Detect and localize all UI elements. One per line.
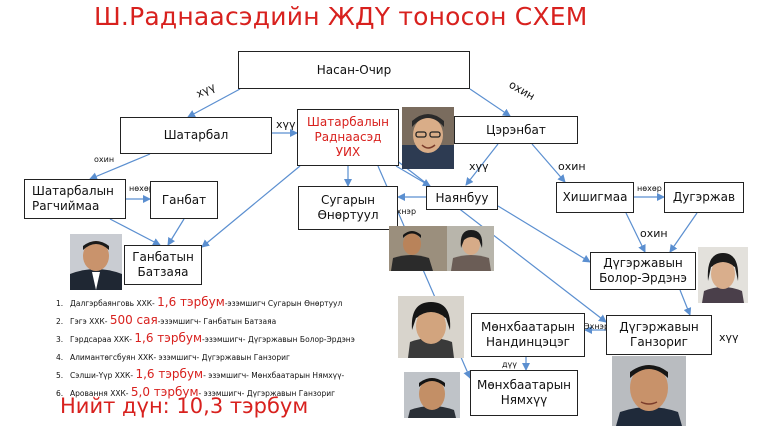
edge-label-nukhur: нөхөр [129, 184, 154, 193]
node-nandintsetseg: Мөнхбаатарын Нандинцэцэг [471, 313, 585, 357]
node-nasan-ochir: Насан-Очир [238, 51, 470, 89]
edge-dugerjav-to-bolor [669, 212, 698, 253]
node-ragchimaa: Шатарбалын Рагчиймаа [24, 179, 126, 219]
list-item: 6.Аровання ХХК- 5,0 тэрбум- эзэмшигч- Дү… [56, 385, 336, 399]
edge-label-khuu: хүү [276, 118, 296, 131]
edge-label-khuu: хүү [719, 331, 739, 344]
list-item: 4.Алимантөгсбуян ХХК- эзэмшигч- Дүгэржав… [56, 353, 290, 362]
node-bolor-erdene: Дүгэржавын Болор-Эрдэнэ [590, 252, 696, 290]
edge-nasan-to-shatarbal [187, 88, 241, 118]
edge-tserenbat-to-khishigmaa [531, 143, 566, 183]
edge-nyanbuu-to-bolor [497, 205, 591, 263]
portrait-photo-raadnaased [402, 107, 454, 169]
edge-raadnaased-to-nyanbuu [395, 165, 431, 187]
edge-label-khuu: хүү [469, 160, 489, 173]
list-item: 3.Гэрдсараа ХХК- 1,6 тэрбум-эзэмшигч- Дү… [56, 331, 355, 345]
node-ganbat: Ганбат [150, 181, 218, 219]
list-item: 2.Гэгэ ХХК- 500 сая-эзэмшигч- Ганбатын Б… [56, 313, 277, 327]
node-nyanbuu: Наянбуу [426, 186, 498, 210]
edge-label-ekhner: Эхнэр [391, 207, 417, 216]
company-ownership-list: 1.Далгэрбаянговь ХХК- 1,6 тэрбум-эзэмшиг… [56, 294, 355, 402]
edge-label-duu: дүү [502, 360, 517, 369]
edge-nasan-to-tserenbat [469, 88, 511, 117]
edge-ragchimaa-to-batzaya [109, 218, 161, 246]
portrait-photo-bolor-erdene [698, 247, 748, 303]
node-nyamkhuu: Мөнхбаатарын Нямхүү [470, 370, 578, 416]
node-ganzorig: Дүгэржавын Ганзориг [606, 315, 712, 355]
edge-khishigmaa-to-bolor [625, 212, 646, 253]
portrait-photo-couple [389, 226, 494, 271]
edge-label-ekhner: Эхнэр [584, 322, 610, 331]
list-item: 5.Сэлши-Үүр ХХК- 1,6 тэрбум- эзэмшигч- М… [56, 367, 345, 381]
edge-bolor-to-ganzorig [679, 289, 692, 316]
edge-shatarbal-to-ragchimaa [89, 153, 151, 180]
page-title: Ш.Раднаасэдийн ЖДҮ тоносон СХЕМ [94, 2, 588, 31]
portrait-photo-nyamkhuu [404, 372, 460, 418]
edge-label-okhin: охин [640, 227, 668, 240]
node-batzaya: Ганбатын Батзаяа [124, 245, 202, 285]
node-tserenbat: Цэрэнбат [454, 116, 578, 144]
node-khishigmaa: Хишигмаа [556, 182, 634, 213]
list-item: 1.Далгэрбаянговь ХХК- 1,6 тэрбум-эзэмшиг… [56, 295, 343, 309]
edge-label-okhin: охин [94, 155, 115, 164]
total-amount: Нийт дүн: 10,3 тэрбум [60, 394, 309, 418]
edge-raadnaased-to-batzaya [201, 165, 301, 248]
portrait-photo-ganzorig [612, 356, 686, 426]
edge-tserenbat-to-nyanbuu [465, 143, 499, 186]
node-dugerjav: Дугэржав [664, 182, 744, 213]
portrait-photo-nandintsetseg [398, 296, 464, 358]
portrait-photo-batzaya [70, 234, 122, 290]
edge-label-nukhur: нөхөр [637, 184, 662, 193]
edge-ganbat-to-batzaya [167, 218, 185, 246]
node-ununtuul: Сугарын Өнөртуул [298, 186, 398, 230]
node-raadnaased: Шатарбалын Раднаасэд УИХ [297, 109, 399, 166]
edge-label-okhin: охин [558, 160, 586, 173]
node-shatarbal: Шатарбал [120, 117, 272, 154]
